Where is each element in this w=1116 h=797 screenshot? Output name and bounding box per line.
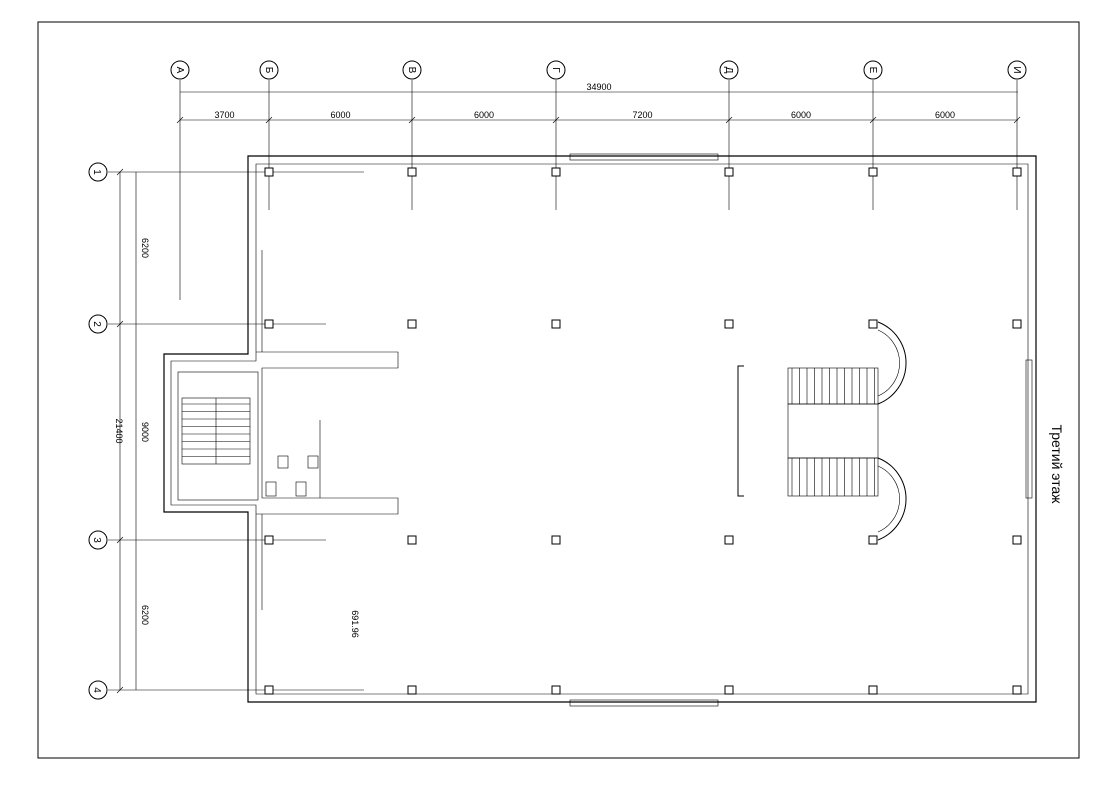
column	[868, 319, 878, 329]
axis-marker: 4	[88, 680, 108, 700]
column	[264, 167, 274, 177]
column	[551, 685, 561, 695]
axis-letter: А	[174, 67, 185, 74]
axis-marker: Б	[259, 60, 279, 80]
sheet-frame	[37, 21, 1080, 759]
column	[407, 535, 417, 545]
dimension-lines	[119, 91, 1018, 690]
vertical-dimension: 9000	[140, 422, 150, 442]
axis-letter: И	[1011, 66, 1022, 73]
axis-number: 4	[91, 687, 102, 693]
dimension-tick	[1013, 116, 1021, 124]
axis-number: 1	[91, 169, 102, 175]
horizontal-dimension: 7200	[632, 110, 652, 120]
axis-marker: Е	[863, 60, 883, 80]
escalator-block	[737, 321, 907, 541]
dimension-tick	[552, 116, 560, 124]
column	[551, 167, 561, 177]
vertical-dimension: 6200	[140, 605, 150, 625]
dimension-tick	[176, 116, 184, 124]
dimension-tick	[265, 116, 273, 124]
dimension-ticks	[116, 116, 1021, 694]
floor-title: Третий этаж	[1049, 424, 1065, 504]
column	[407, 319, 417, 329]
column	[407, 685, 417, 695]
horizontal-dimension: 6000	[791, 110, 811, 120]
dimension-tick	[408, 116, 416, 124]
left-stairwell	[181, 397, 321, 498]
axis-letter: В	[406, 67, 417, 74]
column	[551, 319, 561, 329]
vertical-dimension: 6200	[140, 238, 150, 258]
column	[868, 535, 878, 545]
axis-letter: Д	[723, 67, 734, 74]
column	[551, 535, 561, 545]
axis-marker: Г	[546, 60, 566, 80]
columns	[264, 167, 1022, 695]
column	[264, 685, 274, 695]
axis-marker: А	[170, 60, 190, 80]
axis-marker: 1	[88, 162, 108, 182]
column	[264, 535, 274, 545]
column	[868, 685, 878, 695]
column	[1012, 319, 1022, 329]
axis-letter: Е	[867, 67, 878, 74]
horizontal-dimension: 6000	[330, 110, 350, 120]
axis-number-markers: 1 2 3 4	[88, 162, 108, 700]
horizontal-dimension: 6000	[935, 110, 955, 120]
axis-number: 2	[91, 321, 102, 327]
dimension-tick	[116, 168, 124, 176]
dimension-tick	[116, 536, 124, 544]
grid-lines	[108, 80, 1018, 691]
total-horizontal-dimension: 34900	[586, 82, 611, 92]
axis-marker: Д	[719, 60, 739, 80]
area-label: 691.96	[350, 610, 360, 638]
axis-marker: 2	[88, 314, 108, 334]
dimension-tick	[116, 686, 124, 694]
total-vertical-dimension: 21400	[114, 418, 124, 443]
dimension-tick	[869, 116, 877, 124]
horizontal-dimension: 6000	[474, 110, 494, 120]
column	[868, 167, 878, 177]
dimension-tick	[725, 116, 733, 124]
axis-letter: Г	[550, 67, 561, 73]
dimension-tick	[116, 320, 124, 328]
column	[1012, 685, 1022, 695]
column	[724, 685, 734, 695]
exterior-walls	[163, 153, 1037, 707]
axis-marker: И	[1007, 60, 1027, 80]
column	[724, 535, 734, 545]
axis-number: 3	[91, 537, 102, 543]
axis-marker: 3	[88, 530, 108, 550]
axis-letter: Б	[263, 67, 274, 74]
axis-marker: В	[402, 60, 422, 80]
column	[724, 319, 734, 329]
column	[407, 167, 417, 177]
column	[1012, 167, 1022, 177]
column	[1012, 535, 1022, 545]
column	[724, 167, 734, 177]
column	[264, 319, 274, 329]
horizontal-dimension: 3700	[214, 110, 234, 120]
